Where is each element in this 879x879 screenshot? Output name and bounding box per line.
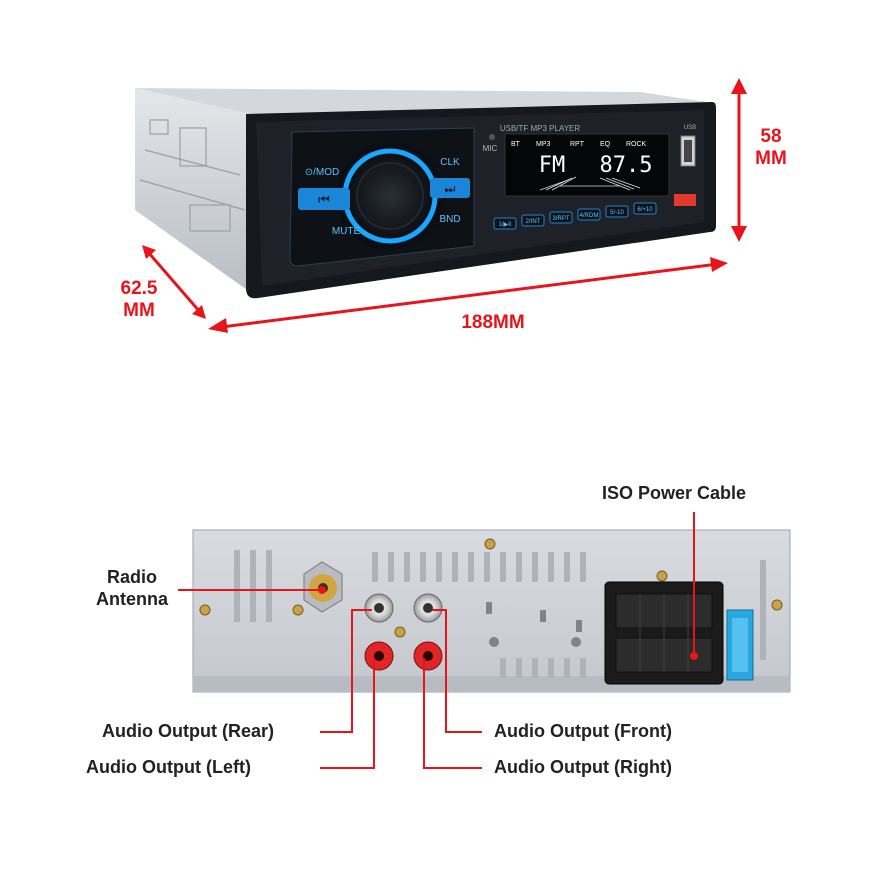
display-band: FM bbox=[539, 153, 566, 178]
chassis-side bbox=[135, 88, 250, 292]
callout-lines bbox=[178, 512, 698, 769]
flag-rock: ROCK bbox=[626, 141, 647, 148]
rear-panel bbox=[192, 529, 791, 693]
flag-eq: EQ bbox=[600, 141, 611, 148]
flag-rpt: RPT bbox=[570, 141, 585, 148]
screw bbox=[199, 604, 211, 616]
svg-text:⏭: ⏭ bbox=[445, 182, 456, 196]
audio-output-right-label: Audio Output (Right) bbox=[494, 757, 672, 777]
screw bbox=[394, 626, 406, 638]
preset-2[interactable] bbox=[521, 214, 545, 227]
iso-power-cable-label: ISO Power Cable bbox=[602, 483, 747, 503]
depth-dimension-label: 62.5 MM bbox=[104, 278, 174, 322]
clk-label[interactable]: CLK bbox=[440, 157, 460, 168]
preset-4[interactable] bbox=[577, 208, 601, 221]
depth-value: 62.5 bbox=[120, 278, 158, 299]
screw bbox=[484, 538, 496, 550]
bnd-label[interactable]: BND bbox=[439, 214, 460, 225]
svg-text:⏮: ⏮ bbox=[318, 193, 330, 208]
display-header: USB/TF MP3 PLAYER bbox=[500, 124, 581, 133]
flag-bt: BT bbox=[511, 141, 521, 148]
width-dimension-label: 188MM bbox=[461, 312, 525, 333]
tf-slot[interactable] bbox=[674, 194, 696, 206]
usb-label: USB bbox=[684, 125, 696, 131]
preset-4-label: 4/RDM bbox=[580, 213, 599, 219]
audio-output-rear-label: Audio Output (Rear) bbox=[102, 721, 274, 741]
mic-label: MIC bbox=[483, 144, 498, 153]
height-unit: MM bbox=[755, 148, 787, 169]
height-value: 58 bbox=[760, 126, 782, 147]
screw bbox=[292, 604, 304, 616]
prev-button[interactable] bbox=[298, 188, 350, 210]
preset-3[interactable] bbox=[549, 211, 573, 224]
antenna-line-1: Radio bbox=[106, 567, 157, 587]
audio-output-left-label: Audio Output (Left) bbox=[86, 757, 251, 777]
screw bbox=[656, 570, 668, 582]
dimension-arrows bbox=[142, 78, 747, 333]
mute-label[interactable]: MUTE bbox=[332, 226, 361, 237]
screw bbox=[771, 599, 783, 611]
preset-3-label: 3/RPT bbox=[552, 216, 569, 222]
preset-2-label: 2/INT bbox=[526, 219, 541, 225]
mod-label[interactable]: ⊙/MOD bbox=[305, 167, 340, 178]
next-button[interactable] bbox=[430, 178, 470, 198]
radio-unit: ⏮ ⏭ ⊙/MOD CLK MUTE BND MIC USB/TF MP3 PL… bbox=[135, 88, 720, 299]
preset-1-label: 1/▶II bbox=[499, 222, 512, 228]
flag-mp3: MP3 bbox=[536, 141, 551, 148]
display-frequency: 87.5 bbox=[600, 153, 653, 178]
preset-5-label: 5/-10 bbox=[610, 210, 624, 216]
depth-unit: MM bbox=[123, 300, 155, 321]
preset-5[interactable] bbox=[605, 205, 629, 218]
radio-antenna-label: Radio Antenna bbox=[86, 566, 178, 610]
preset-1[interactable] bbox=[493, 217, 517, 230]
audio-output-front-label: Audio Output (Front) bbox=[494, 721, 672, 741]
preset-6[interactable] bbox=[633, 202, 657, 215]
antenna-line-2: Antenna bbox=[96, 589, 168, 609]
preset-6-label: 6/+10 bbox=[637, 207, 653, 213]
height-dimension-label: 58 MM bbox=[746, 126, 796, 170]
